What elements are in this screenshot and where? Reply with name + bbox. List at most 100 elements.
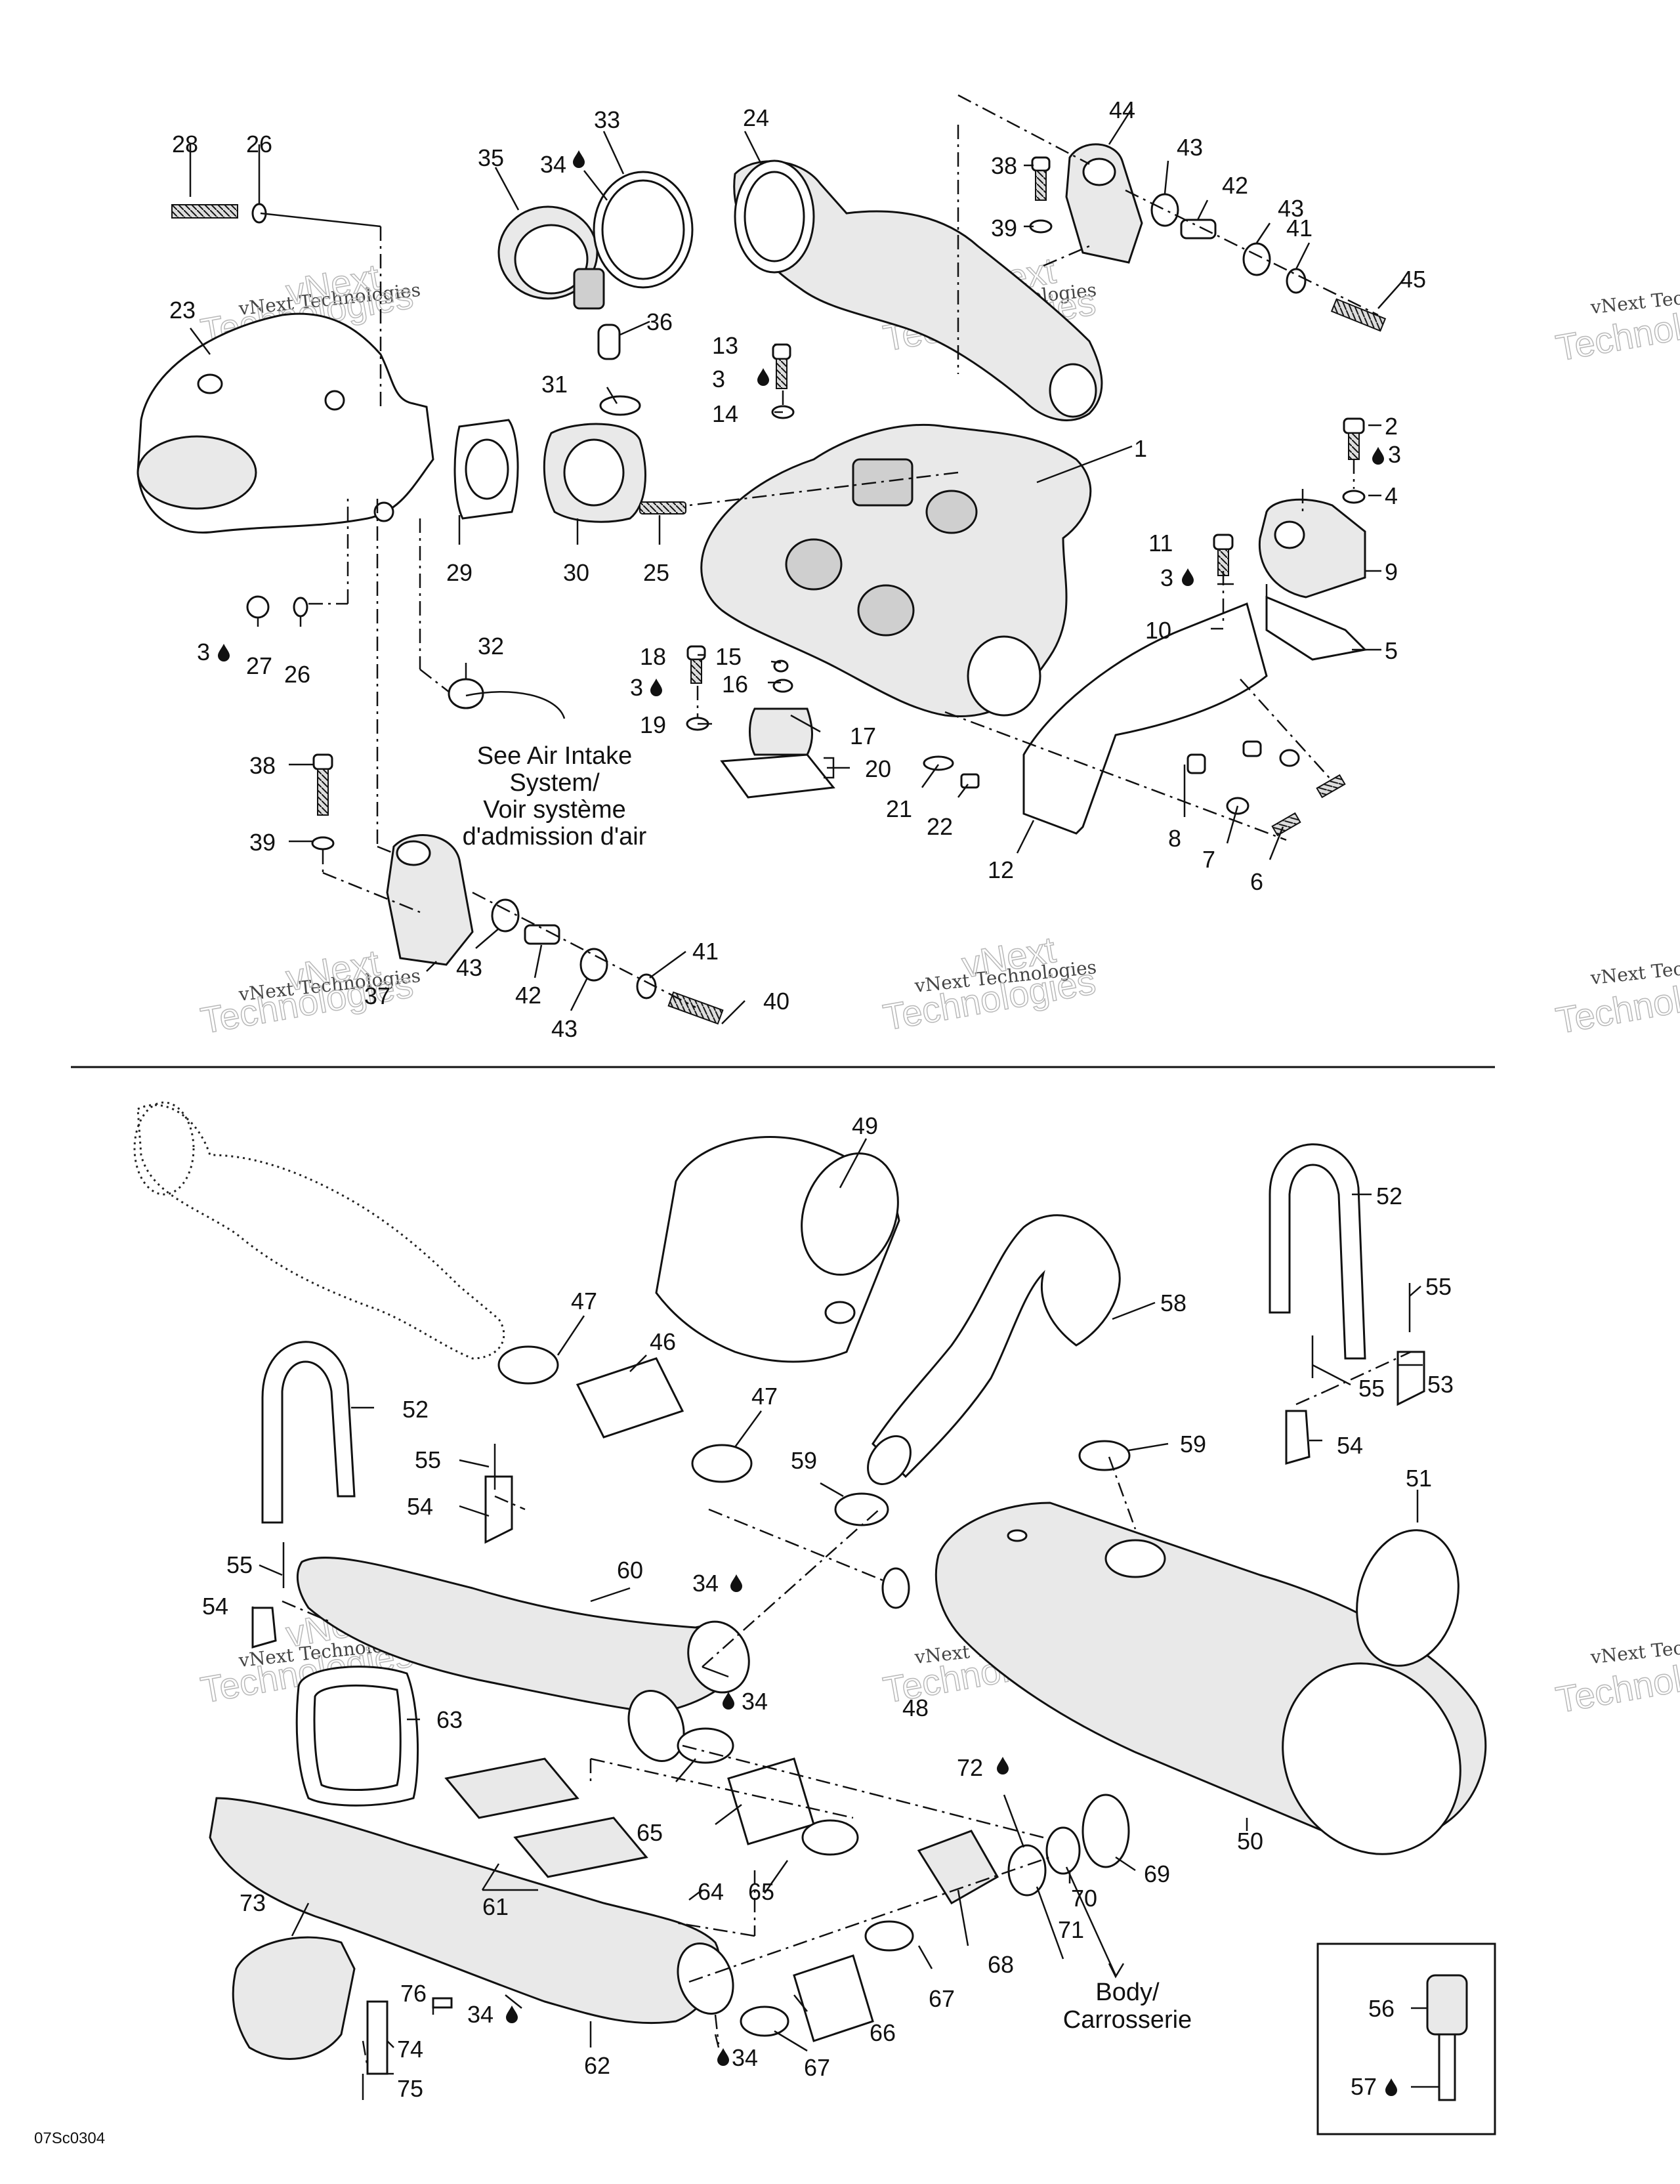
callout-label: 56: [1368, 1995, 1395, 2022]
retaining-strap: [1269, 1143, 1366, 1360]
callout-label: 60: [617, 1557, 643, 1584]
bracket: [1396, 1351, 1425, 1406]
callout-label: 72: [957, 1754, 983, 1781]
adhesive-drop-icon: [506, 2006, 518, 2023]
callout-label: 4: [1385, 482, 1398, 509]
bolt-thread: [1035, 170, 1047, 201]
callout-label: 34: [540, 151, 566, 178]
clamp-ring-inner: [514, 224, 589, 295]
callout-label: 67: [929, 1985, 955, 2012]
bracket-hole: [1082, 158, 1116, 186]
engine-cylinder: [785, 538, 843, 591]
washer: [293, 597, 308, 618]
heat-shield-hole: [824, 1301, 856, 1324]
bent-pipe: [872, 1214, 1121, 1479]
tuner-plate-hole: [563, 438, 625, 507]
insulation-pad: [513, 1816, 648, 1878]
callout-label: 47: [751, 1383, 778, 1410]
callout-label: 74: [397, 2036, 423, 2063]
callout-label: 59: [791, 1447, 817, 1474]
callout-label: 62: [584, 2052, 610, 2079]
retaining-strap: [261, 1341, 356, 1524]
callout-label: 54: [202, 1593, 228, 1620]
bolt-thread: [317, 768, 329, 816]
rubber-coupler: [576, 1357, 684, 1438]
callout-label: 26: [284, 661, 310, 688]
adhesive-drop-icon: [573, 150, 585, 168]
callout-label: 17: [850, 723, 876, 749]
callout-label: 34: [692, 1570, 719, 1597]
callout-label: 3: [712, 366, 725, 392]
note-line: d'admission d'air: [463, 823, 647, 850]
callout-label: 55: [1358, 1375, 1385, 1402]
manifold-stud: [324, 390, 345, 411]
callout-label: 22: [927, 813, 953, 840]
callout-label: 52: [1376, 1183, 1402, 1209]
temperature-sensor: [1426, 1974, 1468, 2036]
top-section-parts: [136, 143, 1387, 1025]
callout-label: 54: [407, 1493, 433, 1520]
washer: [1279, 749, 1300, 767]
callout-label: 31: [541, 371, 568, 398]
callout-label: 35: [478, 144, 504, 171]
callout-label: 43: [456, 954, 482, 981]
phantom-elbow: [136, 1104, 505, 1360]
callout-label: 67: [804, 2054, 830, 2081]
bushing: [1242, 242, 1271, 276]
washer: [311, 836, 335, 850]
callout-label: 43: [551, 1015, 578, 1042]
bushing: [491, 898, 520, 933]
callout-label: 66: [870, 2019, 896, 2046]
gasket-plate-hole: [465, 438, 509, 500]
hose-clamp: [1078, 1440, 1131, 1471]
callout-label: 41: [1286, 215, 1312, 242]
callout-label: 15: [715, 643, 742, 670]
spacer: [1242, 740, 1262, 757]
bolt-thread: [1330, 298, 1387, 332]
bolt-thread: [1316, 774, 1346, 799]
callout-label: 76: [400, 1980, 427, 2007]
callout-label: 9: [1385, 558, 1398, 585]
hose-clamp: [801, 1819, 859, 1856]
callout-label: 10: [1145, 617, 1171, 644]
callout-label: 12: [988, 856, 1014, 883]
lower-pipe-outlet: [677, 1942, 734, 2015]
callout-label: 16: [722, 671, 748, 698]
bent-pipe-end: [867, 1435, 912, 1485]
clamp-lug: [573, 268, 605, 310]
stud-thread: [171, 204, 238, 219]
callout-label: 63: [436, 1706, 463, 1733]
callout-label: 27: [246, 652, 272, 679]
protective-grate: [232, 1936, 356, 2060]
callout-label: 34: [732, 2044, 758, 2071]
nut: [773, 660, 789, 673]
callout-label: 38: [991, 152, 1017, 179]
callout-label: 57: [1351, 2073, 1377, 2100]
callout-label: 29: [446, 559, 472, 586]
adhesive-drop-icon: [730, 1574, 742, 1592]
phantom-elbow-flange: [133, 1101, 195, 1196]
band-clamp: [1356, 1529, 1460, 1667]
hose-clamp: [497, 1345, 559, 1385]
note-line: Body/: [1095, 1979, 1160, 2006]
ring-seal: [1082, 1794, 1130, 1868]
rubber-coupler: [727, 1757, 815, 1845]
callout-label: 41: [692, 938, 719, 965]
muffler-inlet: [881, 1567, 910, 1609]
top-leader-lines: [260, 94, 1379, 1009]
screw: [432, 1997, 453, 2009]
bolt-thread: [690, 659, 702, 684]
callout-label: 46: [650, 1328, 676, 1355]
callout-label: 55: [1425, 1273, 1452, 1300]
callout-label: 65: [748, 1878, 774, 1905]
bushing: [579, 948, 608, 982]
callout-label: 34: [467, 2001, 494, 2028]
exhaust-elbow-shape: [733, 160, 1103, 421]
note-line: System/: [509, 769, 600, 797]
tuned-pipe-outlet: [627, 1690, 685, 1762]
bolt-head: [312, 753, 333, 770]
callout-label: 48: [902, 1694, 929, 1721]
callout-label: 49: [852, 1112, 878, 1139]
bolt-head: [1343, 417, 1365, 434]
